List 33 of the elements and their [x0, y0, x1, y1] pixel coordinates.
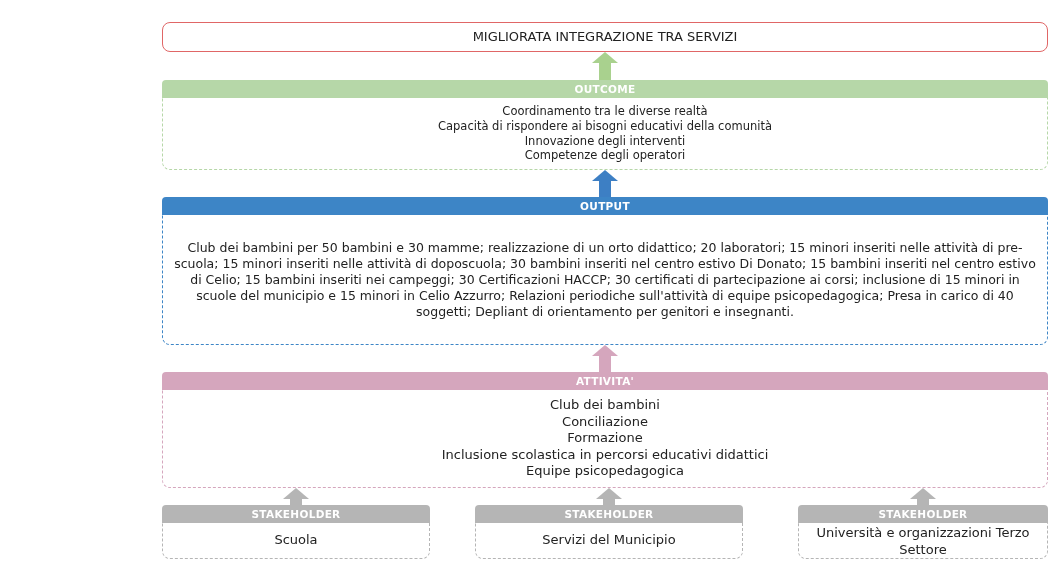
block-arrow — [596, 488, 622, 505]
item-text: Coordinamento tra le diverse realtà — [502, 104, 708, 119]
section-panel — [798, 505, 1048, 559]
section-panel — [162, 372, 1048, 488]
item-text: Club dei bambini — [550, 396, 660, 414]
item-text: Scuola — [274, 532, 318, 549]
block-arrow — [592, 52, 618, 80]
block-arrow — [910, 488, 936, 505]
item-text: Competenze degli operatori — [524, 148, 686, 163]
item-text: Capacità di rispondere ai bisogni educativi della comunità — [437, 118, 772, 134]
item-text: Formazione — [567, 430, 643, 447]
block-arrow — [592, 345, 618, 372]
result-box — [162, 22, 1048, 52]
section-panel — [475, 505, 743, 559]
section-header: STAKEHOLDER — [798, 505, 1048, 523]
section-panel — [162, 197, 1048, 345]
section-header: STAKEHOLDER — [475, 505, 743, 523]
section-header: STAKEHOLDER — [162, 505, 430, 523]
item-text: Equipe psicopedagogica — [525, 463, 685, 481]
item-text: Inclusione scolastica in percorsi educativi didattici — [441, 446, 769, 464]
section-panel — [162, 80, 1048, 170]
block-arrow — [283, 488, 309, 505]
item-text: Conciliazione — [562, 413, 648, 431]
section-header: OUTPUT — [162, 197, 1048, 215]
item-text: Innovazione degli interventi — [524, 133, 686, 149]
item-text: MIGLIORATA INTEGRAZIONE TRA SERVIZI — [472, 28, 738, 46]
item-text: Club dei bambini per 50 bambini e 30 mamme; realizzazione di un orto didattico; 20 laboratori; 15 minori inseriti nelle attività di pre-scuola; 15 minori inseriti nelle attività di doposcuola; 30 bambini inseriti nel centro estivo Di Donato; 15 bambini inseriti nel centro estivo di Celio; 15 bambini inseriti nei campeggi; 30 Certificazioni HACCP; 30 certificati di partecipazione ai corsi; inclusione di 15 minori in scuole del municipio e 15 minori in Celio Azzurro; Relazioni periodiche sull'attività di equipe psicopedagogica; Presa in carico di 40 soggetti; Depliant di orientamento per genitori e insegnanti. — [173, 239, 1037, 320]
item-text: Università e organizzazioni Terzo Settore — [815, 525, 1031, 559]
block-arrow — [592, 170, 618, 197]
section-panel — [162, 505, 430, 559]
item-text: Servizi del Municipio — [542, 532, 676, 549]
section-header: OUTCOME — [162, 80, 1048, 98]
section-header: ATTIVITA' — [162, 372, 1048, 390]
